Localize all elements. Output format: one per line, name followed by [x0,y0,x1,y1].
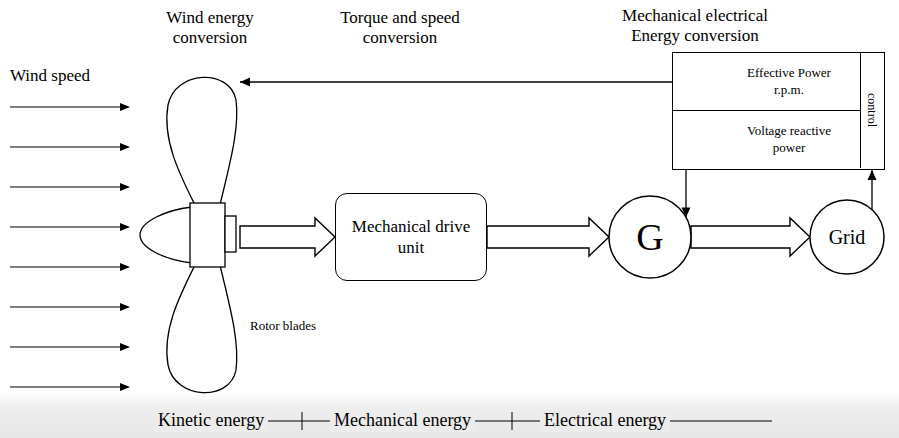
wind-arrow-line [10,306,124,307]
section-title: Mechanical electrical Energy conversion [605,6,785,47]
wind-arrow-line [10,226,124,227]
wind-arrow-line [10,106,124,107]
wind-arrow-line [10,146,124,147]
energy-label: Electrical energy [540,410,670,432]
energy-label: Mechanical energy [330,410,475,432]
connector [682,168,691,217]
arrow-head [240,78,250,87]
control-box: control Effective Power r.p.m. Voltage rea… [672,52,885,170]
wind-arrow-head [120,303,130,311]
connector [868,170,877,210]
circle-shape [609,196,691,278]
node-text: G [636,218,663,256]
scale-tick [302,412,303,430]
grid-circle: Grid [809,199,885,275]
connector [240,78,673,87]
node-text: Effective Power r.p.m. [734,65,844,99]
bottom-band [0,392,899,438]
wind-arrow-head [120,103,130,111]
section-title: Wind energy conversion [135,8,285,49]
wind-arrow-line [10,266,124,267]
wind-arrow-line [10,346,124,347]
wind-arrow-head [120,223,130,231]
wind-arrow-head [120,263,130,271]
wind-arrow-head [120,183,130,191]
wind-arrow-head [120,343,130,351]
rotor-node: Rotor blades [140,70,240,400]
input-label: Wind speed [10,66,90,86]
arrow-head [868,170,877,180]
rotor-shaft [225,216,236,252]
control-cell: Effective Power r.p.m. [673,53,861,111]
rotor-blade [167,265,237,393]
rotor-blade [167,77,237,205]
power-flow-arrow [487,218,609,256]
connector-line [240,81,673,82]
wind-arrow-head [120,383,130,391]
wind-arrow-head [120,143,130,151]
wind-arrow-line [10,186,124,187]
node-text: Voltage reactive power [734,123,844,157]
control-cell: Voltage reactive power [673,111,861,168]
scale-tick [512,412,513,430]
energy-label: Kinetic energy [154,410,268,432]
generator-circle: G [608,195,692,279]
wind-arrow-line [10,386,124,387]
power-flow-arrow [240,218,335,256]
nose-cone [140,207,192,263]
wind-arrows [10,103,130,391]
rotor-hub [190,203,225,267]
node-text: control [866,93,878,127]
rotor-drawing [140,77,237,392]
power-flow-arrow [691,218,810,256]
process-box: Mechanical drive unit [335,193,487,281]
circle-shape [810,200,884,274]
section-title: Torque and speed conversion [315,8,485,49]
node-text: Grid [829,227,866,247]
node-text: Mechanical drive unit [346,216,476,259]
node-text: Rotor blades [250,318,316,334]
